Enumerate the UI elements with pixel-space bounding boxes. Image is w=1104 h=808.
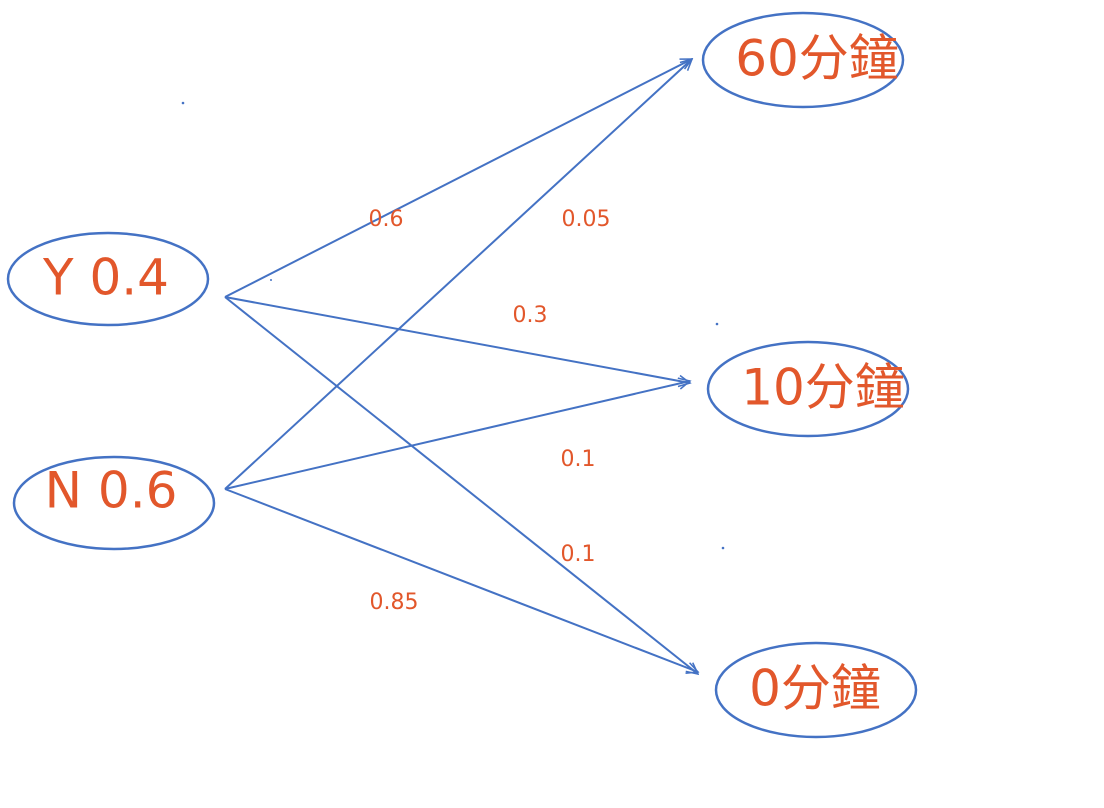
node-n-label: N 0.6 (45, 462, 178, 520)
edge-y-to-0 (224, 296, 698, 674)
node-10-minutes-label: 10分鐘 (741, 359, 905, 417)
edge-label-n-to-10: 0.1 (561, 447, 596, 472)
edge-label-y-to-0: 0.1 (561, 542, 596, 567)
node-y-label: Y 0.4 (42, 249, 169, 307)
node-0-minutes-label: 0分鐘 (749, 660, 881, 718)
node-60-minutes-ellipse (701, 11, 905, 109)
edge-label-n-to-0: 0.85 (370, 590, 419, 615)
stray-dot (181, 101, 185, 105)
edge-n-to-60 (224, 59, 692, 490)
edge-y-to-60 (224, 58, 692, 298)
node-0-minutes: 0分鐘 (714, 641, 918, 739)
edge-n-to-0 (224, 488, 698, 672)
node-10-minutes: 10分鐘 (706, 340, 910, 438)
edge-label-n-to-60: 0.05 (562, 207, 611, 232)
node-60-minutes: 60分鐘 (701, 11, 905, 109)
node-n-ellipse (12, 455, 216, 551)
edge-label-y-to-60: 0.6 (369, 207, 404, 232)
edge-label-y-to-10: 0.3 (513, 303, 548, 328)
stray-dot (721, 546, 725, 550)
node-y-ellipse (6, 231, 210, 327)
node-y: Y 0.4 (6, 231, 210, 327)
stray-dot (715, 322, 719, 326)
stray-dot (270, 279, 272, 281)
node-0-minutes-ellipse (714, 641, 918, 739)
node-60-minutes-label: 60分鐘 (735, 30, 899, 88)
node-n: N 0.6 (12, 455, 216, 551)
edge-n-to-10 (224, 381, 690, 490)
edge-y-to-10 (224, 296, 690, 383)
node-10-minutes-ellipse (706, 340, 910, 438)
